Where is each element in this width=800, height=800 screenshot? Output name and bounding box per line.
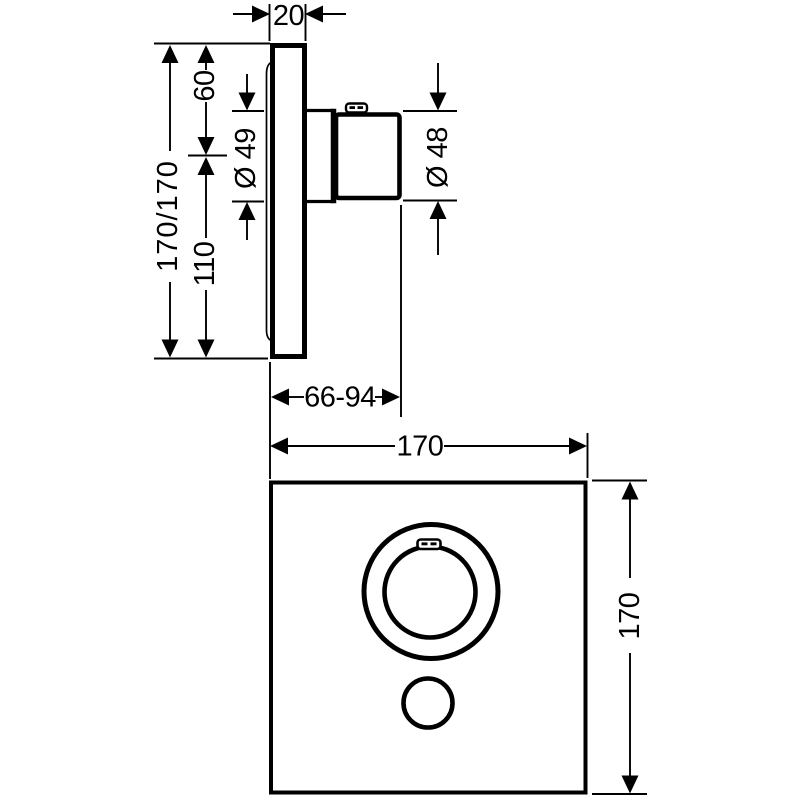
front-view: 170 170 bbox=[269, 431, 647, 795]
dim-label-front-height: 170 bbox=[614, 593, 646, 640]
handle-body-side bbox=[333, 112, 402, 201]
handle-grip-tab-front bbox=[416, 538, 442, 551]
wall-plate-side bbox=[265, 43, 307, 359]
dim-label-plate-size: 170/170 bbox=[152, 160, 184, 272]
handle-ring-front bbox=[361, 522, 501, 661]
dim-label-handle-diameter: Ø 48 bbox=[422, 127, 454, 188]
dim-label-front-width: 170 bbox=[397, 431, 444, 463]
dim-label-install-depth: 66-94 bbox=[304, 382, 376, 414]
dim-label-sleeve-diameter: Ø 49 bbox=[230, 128, 262, 189]
handle-inner-ring bbox=[382, 544, 478, 640]
dim-front-height: 170 bbox=[592, 479, 647, 795]
dim-bottom-offset: 110 bbox=[189, 157, 221, 358]
dim-label-plate-thickness: 20 bbox=[273, 0, 304, 32]
select-button-front bbox=[401, 676, 455, 730]
handle-side bbox=[305, 102, 402, 204]
dim-top-offset: 60 bbox=[189, 45, 221, 155]
handle-grip-tab-side bbox=[344, 102, 369, 114]
dim-plate-thickness: 20 bbox=[233, 0, 346, 41]
dim-install-depth: 66-94 bbox=[269, 205, 402, 479]
dim-front-width: 170 bbox=[270, 431, 589, 478]
side-view: 20 170/170 60 110 bbox=[152, 0, 457, 479]
dim-label-top-offset: 60 bbox=[189, 70, 221, 101]
dim-label-bottom-offset: 110 bbox=[189, 242, 221, 287]
dim-handle-diameter: Ø 48 bbox=[403, 63, 457, 255]
dim-sleeve-diameter: Ø 49 bbox=[230, 74, 264, 240]
dim-plate-size: 170/170 bbox=[152, 45, 184, 358]
